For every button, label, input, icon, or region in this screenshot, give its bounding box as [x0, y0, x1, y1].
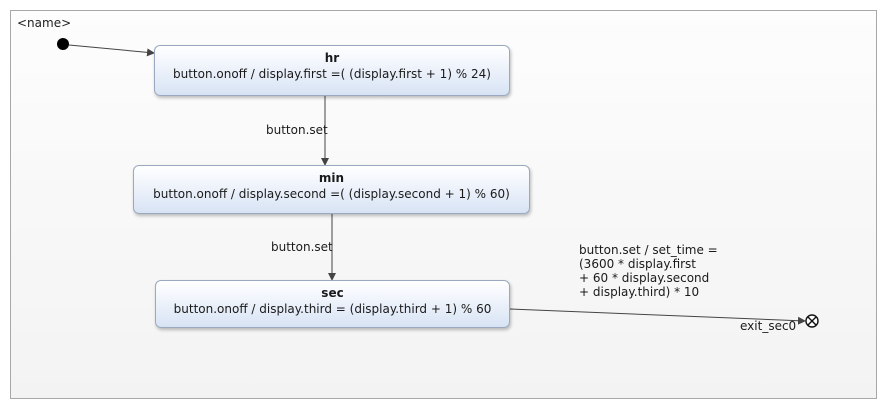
initial-state[interactable]: [57, 38, 69, 50]
transition-label-line: + 60 * display.second: [579, 271, 710, 285]
state-action: button.onoff / display.first =( (display…: [173, 67, 491, 81]
transition-label-sec-to-exit: button.set / set_time = (3600 * display.…: [579, 243, 718, 299]
initial-transition[interactable]: [68, 44, 155, 57]
region-name: <name>: [17, 16, 72, 30]
state-min[interactable]: min button.onoff / display.second =( (di…: [133, 165, 530, 214]
transition-label-min-to-sec: button.set: [271, 240, 333, 254]
state-title: min: [318, 171, 345, 185]
transition-sec-to-exit[interactable]: [509, 308, 806, 325]
transition-label-line: button.set / set_time =: [579, 243, 718, 257]
transition-label-hr-to-min: button.set: [266, 123, 328, 137]
state-title: sec: [321, 286, 344, 300]
exit-point-icon[interactable]: [805, 314, 819, 328]
exit-point-label: exit_sec0: [740, 319, 797, 333]
state-hr[interactable]: hr button.onoff / display.first =( (disp…: [154, 45, 510, 96]
state-sec[interactable]: sec button.onoff / display.third = (disp…: [155, 280, 510, 328]
state-action: button.onoff / display.second =( (displa…: [153, 187, 510, 201]
transition-label-line: + display.third) * 10: [579, 285, 700, 299]
state-action: button.onoff / display.third = (display.…: [173, 302, 492, 316]
state-title: hr: [324, 51, 340, 65]
transition-label-line: (3600 * display.first: [579, 257, 697, 271]
